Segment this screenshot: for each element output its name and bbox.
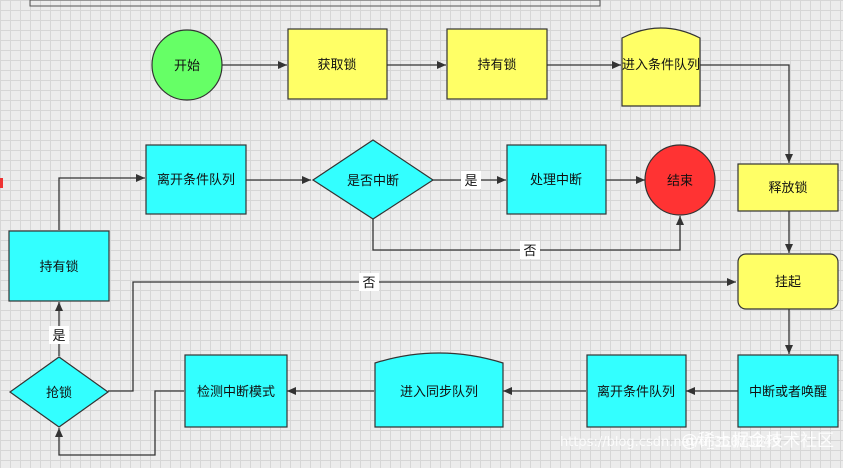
label-bg-grab-success bbox=[49, 326, 69, 344]
node-leave-condition-queue-bottom[interactable]: 离开条件队列 bbox=[586, 354, 687, 428]
node-end-label: 结束 bbox=[667, 174, 693, 189]
node-enter-sync-queue[interactable]: 进入同步队列 bbox=[374, 352, 504, 428]
node-leave-condition-queue-top-label: 离开条件队列 bbox=[157, 172, 235, 188]
node-grab-lock-label: 抢锁 bbox=[46, 385, 72, 401]
node-is-interrupted-label: 是否中断 bbox=[347, 174, 399, 189]
watermark-brand: @稀土掘金技术社区 bbox=[681, 431, 834, 451]
watermarks: https://blog.csdn.net/u_35071249 @稀土掘金技术… bbox=[560, 431, 834, 451]
node-end[interactable]: 结束 bbox=[644, 144, 716, 216]
node-hold-lock-left-label: 持有锁 bbox=[39, 259, 78, 275]
node-release-lock-label: 释放锁 bbox=[768, 180, 807, 196]
watermark-site: https://blog.csdn.net/u_35071249 bbox=[560, 435, 780, 450]
node-enter-condition-queue-label: 进入条件队列 bbox=[622, 57, 700, 73]
nodes: 开始 获取锁 持有锁 进入条件队列 释放锁 挂起 中断或者唤醒 bbox=[8, 27, 839, 428]
edge-label-grab-success: 是 bbox=[52, 329, 65, 344]
node-check-interrupt-mode[interactable]: 检测中断模式 bbox=[184, 354, 288, 428]
node-handle-interrupt-label: 处理中断 bbox=[530, 173, 582, 188]
node-suspend-label: 挂起 bbox=[775, 275, 801, 290]
edge-label-interrupted-no: 否 bbox=[523, 244, 536, 259]
node-is-interrupted[interactable]: 是否中断 bbox=[311, 139, 435, 220]
node-suspend[interactable]: 挂起 bbox=[737, 253, 839, 310]
node-enter-sync-queue-label: 进入同步队列 bbox=[400, 385, 478, 400]
label-bg-no bbox=[520, 241, 540, 259]
node-acquire-lock-label: 获取锁 bbox=[317, 57, 356, 73]
edge-hold-to-leavequeue bbox=[58, 174, 145, 230]
canvas-top-frame bbox=[29, 0, 601, 7]
label-bg-grab-fail bbox=[359, 273, 379, 291]
label-bg-yes bbox=[461, 171, 481, 189]
node-check-interrupt-mode-label: 检测中断模式 bbox=[197, 385, 275, 400]
node-acquire-lock[interactable]: 获取锁 bbox=[287, 28, 388, 100]
node-leave-condition-queue-bottom-label: 离开条件队列 bbox=[597, 384, 675, 400]
edge-labels: 是 否 否 是 bbox=[49, 171, 540, 344]
node-release-lock[interactable]: 释放锁 bbox=[737, 163, 839, 212]
edge-label-interrupted-yes: 是 bbox=[464, 174, 477, 189]
edge-label-grab-fail: 否 bbox=[362, 276, 375, 291]
edge-check-to-grab bbox=[55, 390, 184, 456]
node-enter-condition-queue[interactable]: 进入条件队列 bbox=[621, 27, 701, 107]
node-handle-interrupt[interactable]: 处理中断 bbox=[506, 144, 607, 215]
node-interrupt-or-wake[interactable]: 中断或者唤醒 bbox=[737, 354, 839, 428]
edge-enterqueue-to-release bbox=[700, 64, 793, 163]
node-hold-lock-left[interactable]: 持有锁 bbox=[8, 230, 110, 302]
canvas-left-marker bbox=[0, 178, 3, 188]
node-grab-lock[interactable]: 抢锁 bbox=[8, 356, 110, 428]
node-hold-lock-top-label: 持有锁 bbox=[477, 57, 516, 73]
node-hold-lock-top[interactable]: 持有锁 bbox=[446, 28, 548, 100]
edge-grab-fail-to-suspend bbox=[108, 278, 736, 392]
node-leave-condition-queue-top[interactable]: 离开条件队列 bbox=[145, 144, 247, 215]
node-start[interactable]: 开始 bbox=[151, 29, 223, 101]
node-interrupt-or-wake-label: 中断或者唤醒 bbox=[749, 385, 827, 400]
node-start-label: 开始 bbox=[174, 59, 200, 74]
